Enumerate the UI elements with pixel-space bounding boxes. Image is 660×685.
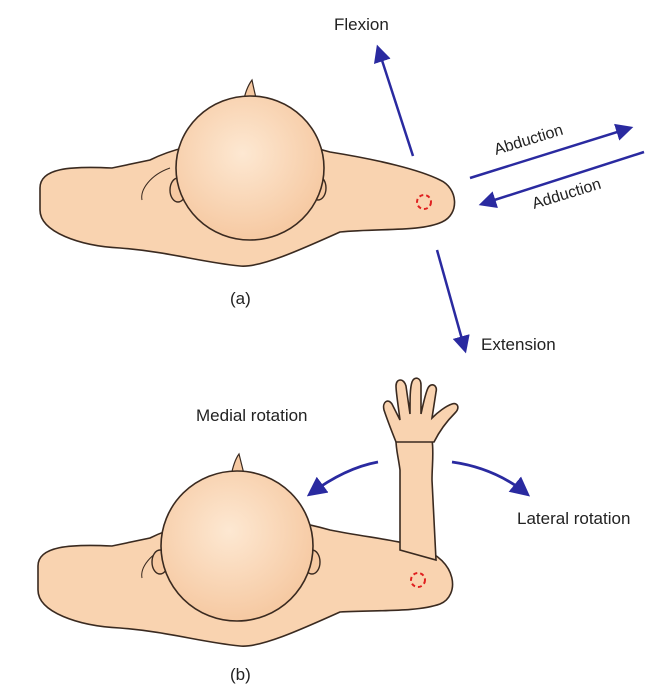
hand [384,378,458,442]
flexion-label: Flexion [334,15,389,34]
medial-rotation-arrow [310,462,378,494]
extension-label: Extension [481,335,556,354]
panel-a-caption: (a) [230,289,251,308]
panel-a-figure [40,80,455,266]
abduction-label: Abduction [492,122,565,159]
extension-arrow [437,250,465,350]
head-a [176,96,324,240]
panel-b-caption: (b) [230,665,251,684]
lateral-rotation-arrow [452,462,527,494]
head-b [161,471,313,621]
raised-forearm [396,440,436,560]
lateral-rotation-label: Lateral rotation [517,509,630,528]
medial-rotation-label: Medial rotation [196,406,308,425]
adduction-label: Adduction [530,176,603,213]
flexion-arrow [378,48,413,156]
